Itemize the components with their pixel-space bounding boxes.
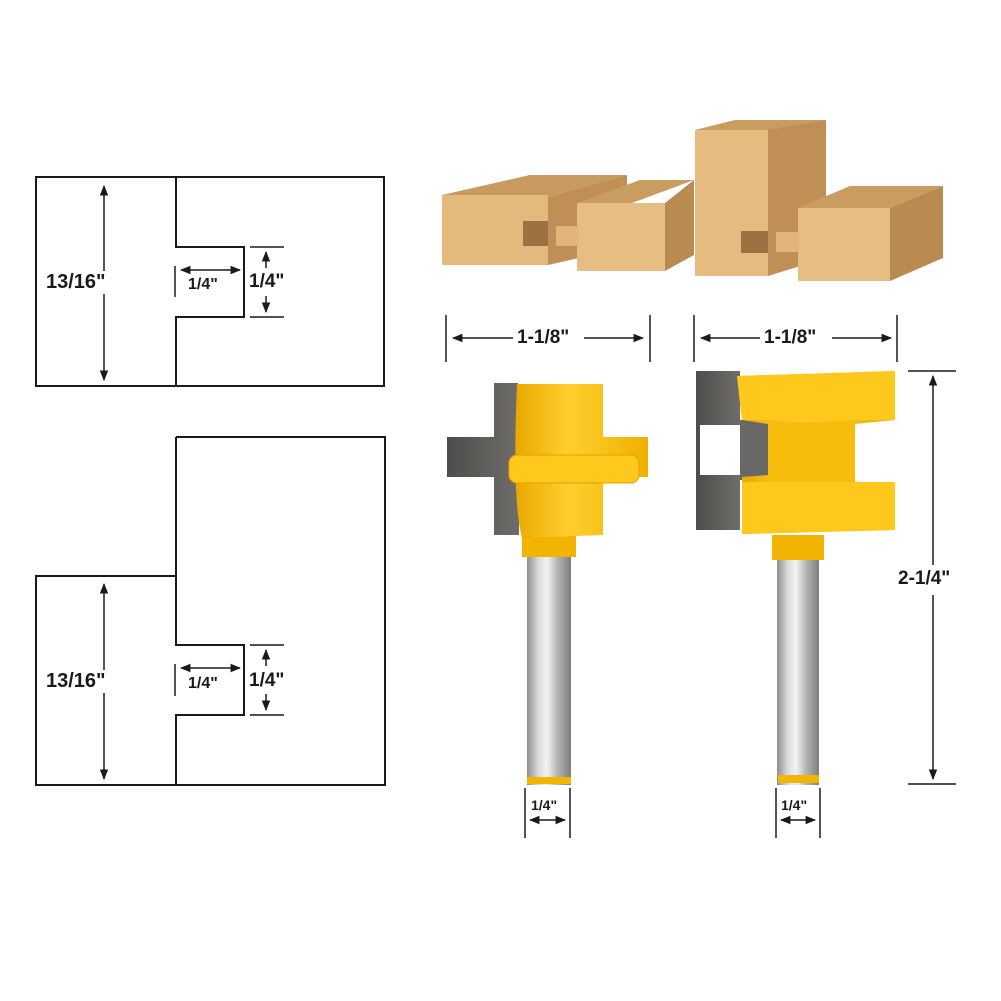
left-bit-diameter-label: 1-1/8" [517, 327, 570, 348]
groove-height-label: 13/16" [44, 271, 108, 294]
right-shank-label: 1/4" [781, 797, 808, 813]
tongue-profile-drawing [35, 436, 386, 786]
overall-length-label: 2-1/4" [898, 568, 951, 590]
wood-joint-illustration [442, 120, 943, 281]
bit-dimension-lines [445, 315, 956, 838]
tongue-height-label: 13/16" [44, 670, 108, 693]
tongue-depth-label: 1/4" [188, 675, 218, 692]
groove-depth-label: 1/4" [188, 276, 218, 293]
groove-profile-drawing [35, 176, 385, 387]
left-router-bit [447, 383, 648, 785]
groove-width-label: 1/4" [249, 271, 285, 293]
tongue-width-label: 1/4" [249, 670, 285, 692]
right-bit-diameter-label: 1-1/8" [764, 327, 817, 348]
right-router-bit [696, 371, 895, 785]
left-shank-label: 1/4" [531, 797, 558, 813]
